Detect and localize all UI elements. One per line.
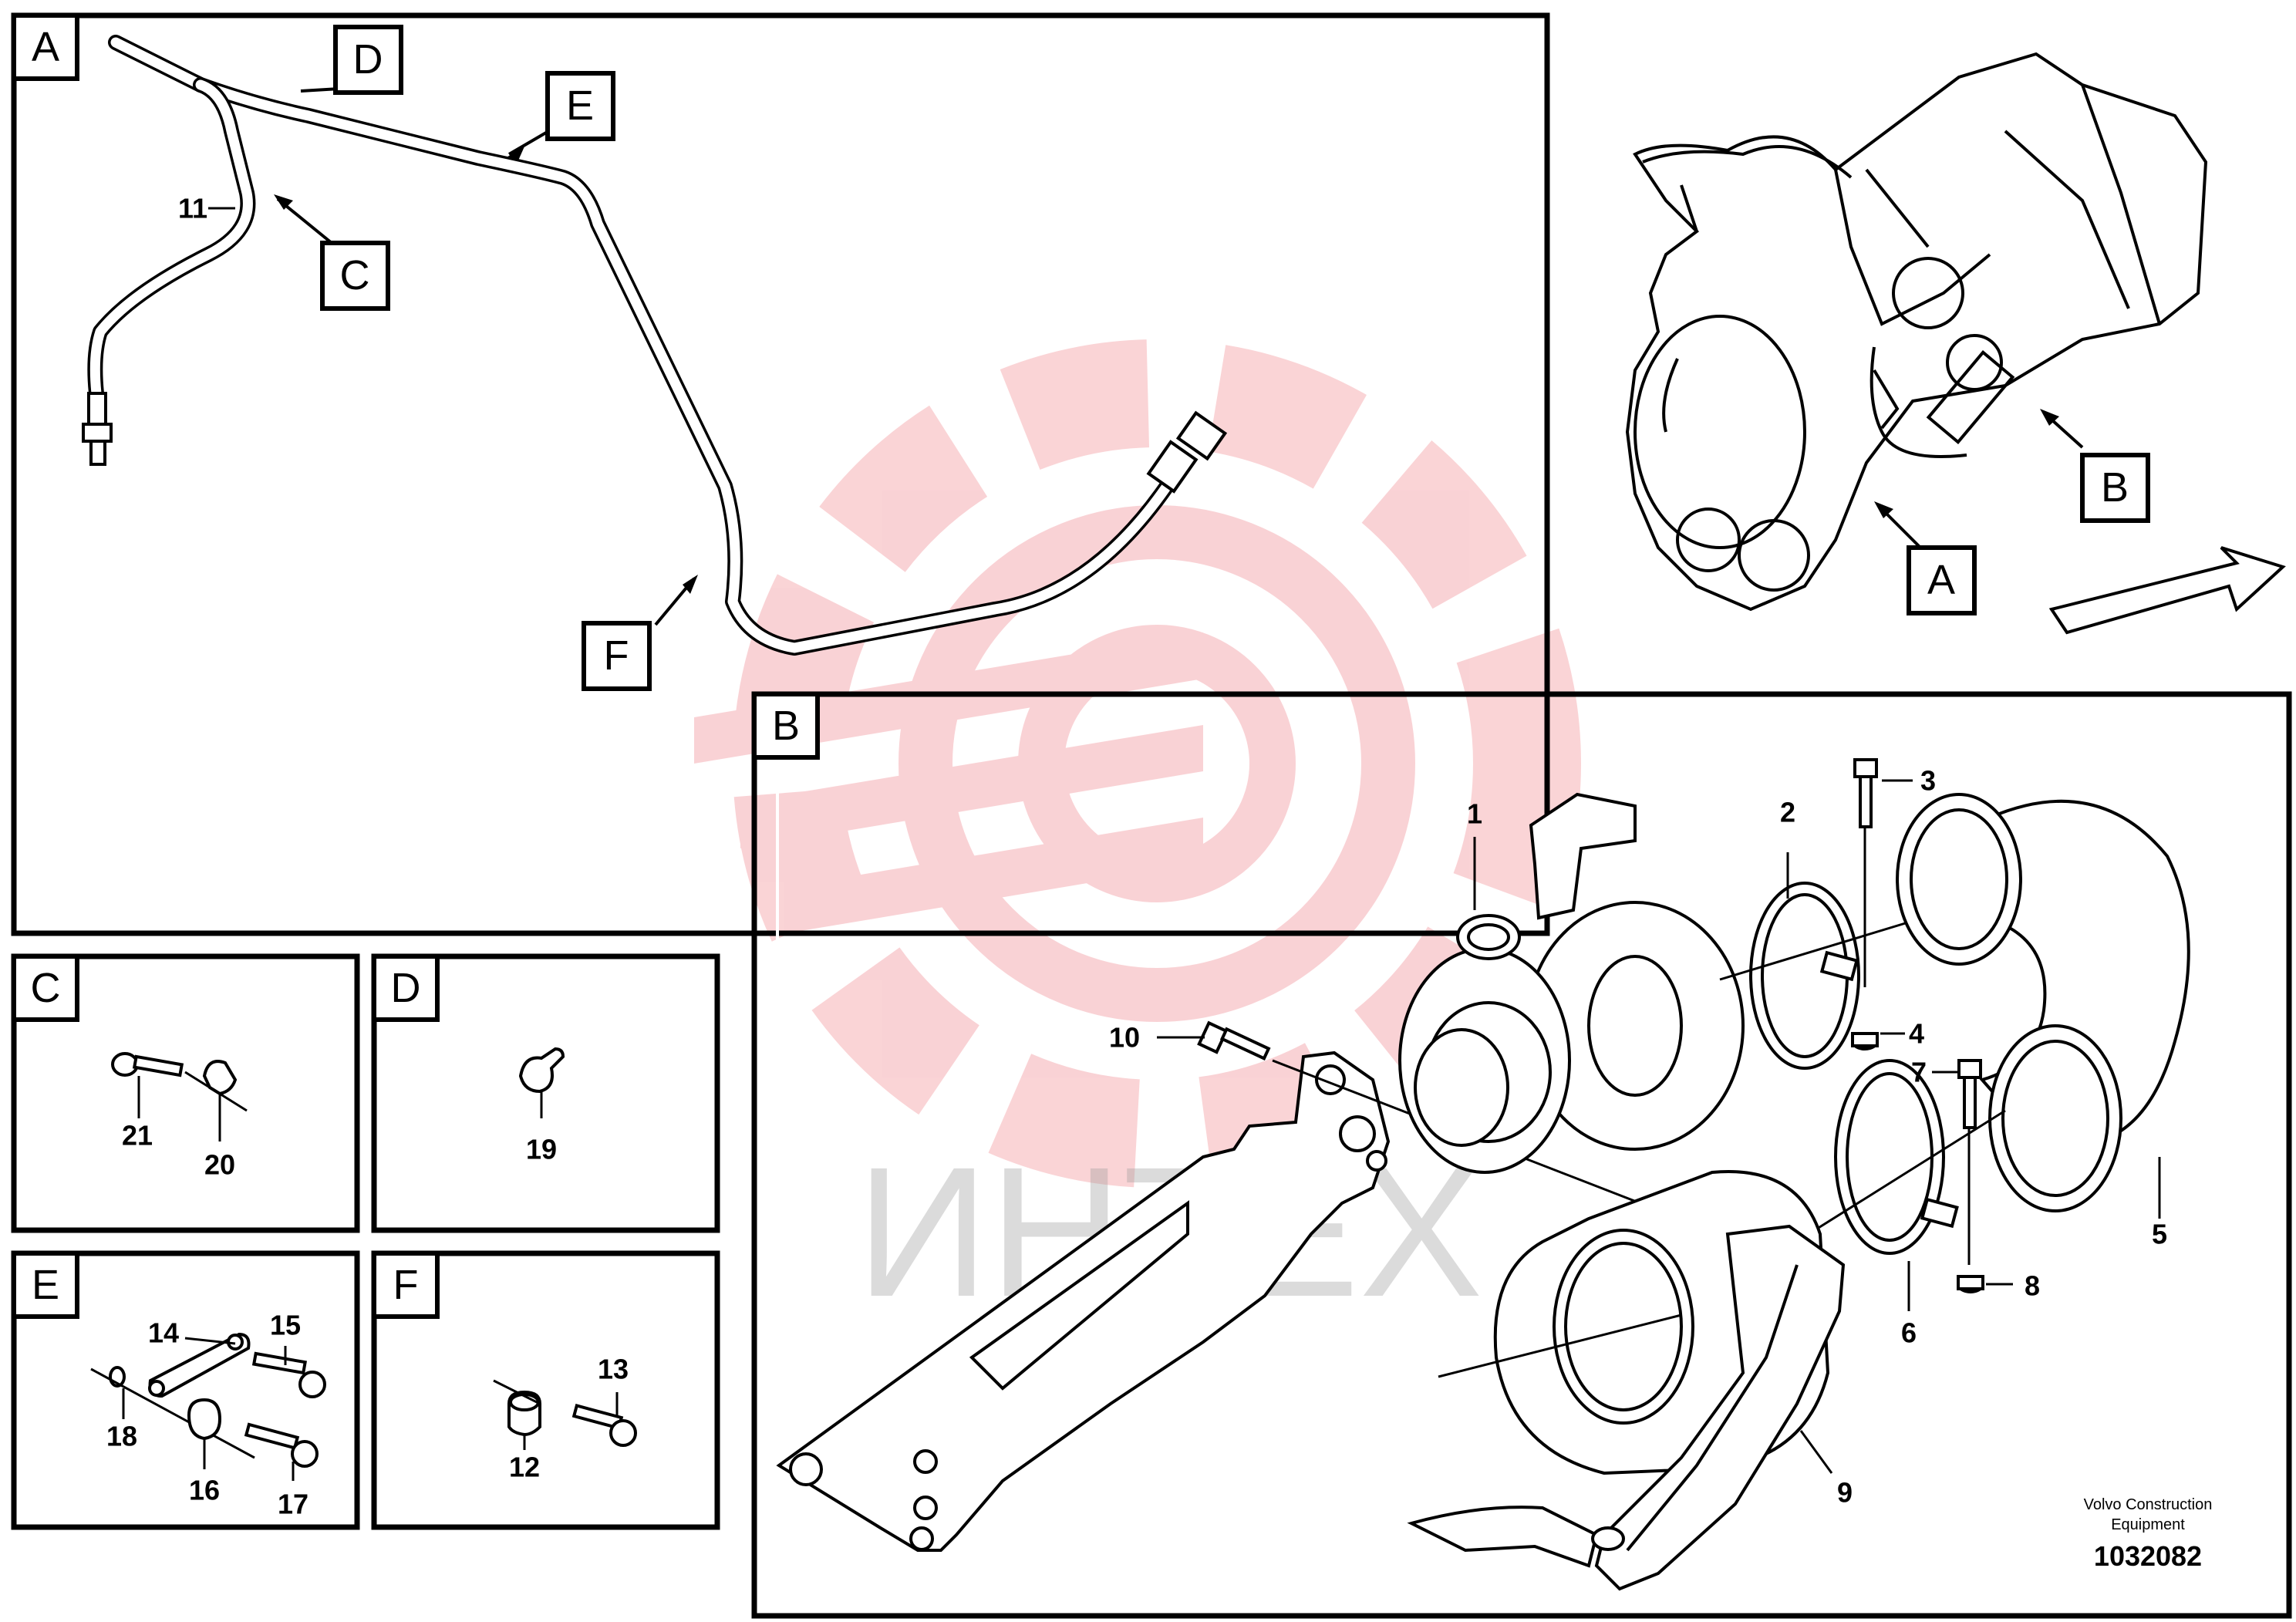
callout-f: F <box>582 621 652 691</box>
svg-text:A: A <box>1927 557 1955 603</box>
pipe-assembly <box>82 35 1228 656</box>
panel-label-d: D <box>372 954 440 1022</box>
panel-d-frame <box>371 953 720 1233</box>
part-number-5: 5 <box>2152 1219 2167 1250</box>
callout-main-a: A <box>1907 545 1977 615</box>
part-number-15: 15 <box>270 1310 301 1341</box>
part-number-20: 20 <box>204 1149 235 1181</box>
panel-c-parts <box>111 1052 248 1141</box>
panel-label-c: C <box>12 954 79 1022</box>
part-number-13: 13 <box>598 1354 629 1385</box>
part-number-12: 12 <box>509 1452 540 1483</box>
callout-main-b: B <box>2080 453 2150 523</box>
brand-line-2: Equipment <box>2111 1516 2185 1533</box>
svg-text:B: B <box>772 703 800 749</box>
callout-e: E <box>545 71 615 141</box>
part-number-17: 17 <box>278 1489 308 1520</box>
callout-d: D <box>333 25 403 95</box>
panel-b-frame <box>751 691 2292 1619</box>
part-number-6: 6 <box>1901 1317 1917 1349</box>
panel-f-frame <box>371 1250 720 1530</box>
svg-text:D: D <box>391 965 421 1011</box>
svg-text:E: E <box>566 83 594 129</box>
part-number-18: 18 <box>106 1421 137 1452</box>
panel-f-parts <box>493 1379 637 1450</box>
panel-label-b: B <box>752 692 820 760</box>
drawing-code: 1032082 <box>2094 1540 2202 1572</box>
part-number-1: 1 <box>1467 798 1482 830</box>
turbocharger-assembly <box>776 758 2190 1591</box>
panel-e-frame <box>11 1250 360 1530</box>
panel-c-frame <box>11 953 360 1233</box>
panel-label-f: F <box>372 1251 440 1319</box>
panel-label-a: A <box>12 13 79 81</box>
part-number-11: 11 <box>178 193 207 224</box>
svg-text:A: A <box>32 24 59 70</box>
callout-c: C <box>320 241 390 311</box>
panel-d-parts <box>518 1047 565 1118</box>
brand-line-1: Volvo Construction <box>2084 1496 2213 1513</box>
svg-text:C: C <box>340 252 370 298</box>
part-number-8: 8 <box>2025 1270 2040 1302</box>
part-number-2: 2 <box>1780 797 1795 828</box>
svg-text:F: F <box>604 632 629 679</box>
svg-text:F: F <box>393 1262 419 1308</box>
watermark-gear-icon <box>694 339 1581 1188</box>
arrow-icon <box>2048 546 2286 635</box>
svg-text:D: D <box>353 36 383 83</box>
part-number-9: 9 <box>1837 1477 1853 1509</box>
panel-e-parts <box>90 1332 326 1481</box>
part-number-21: 21 <box>122 1120 153 1152</box>
part-number-3: 3 <box>1920 765 1936 797</box>
part-number-14: 14 <box>148 1317 179 1349</box>
panel-label-e: E <box>12 1251 79 1319</box>
svg-text:E: E <box>32 1262 59 1308</box>
svg-text:B: B <box>2101 464 2129 511</box>
engine-overview-image <box>1625 52 2208 612</box>
panel-a-frame <box>11 12 1550 936</box>
part-number-7: 7 <box>1911 1057 1927 1088</box>
part-number-10: 10 <box>1109 1022 1140 1054</box>
part-number-16: 16 <box>189 1475 220 1506</box>
svg-text:C: C <box>31 965 61 1011</box>
part-number-19: 19 <box>526 1134 557 1165</box>
part-number-4: 4 <box>1909 1018 1924 1050</box>
